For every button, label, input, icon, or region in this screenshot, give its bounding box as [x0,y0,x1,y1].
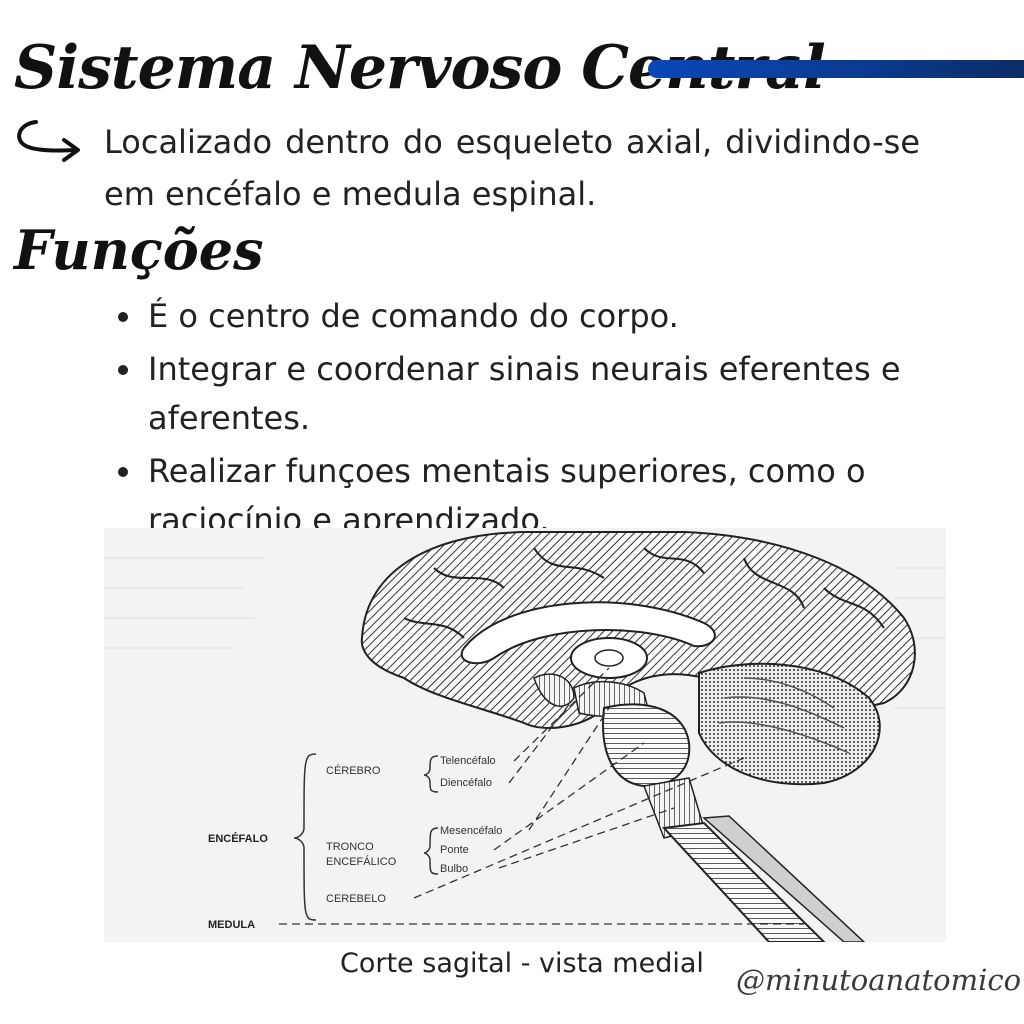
label-diencefalo: Diencéfalo [440,777,492,789]
list-item: Realizar funçoes mentais superiores, com… [112,447,922,545]
label-telencefalo: Telencéfalo [440,755,496,767]
intro-text: Localizado dentro do esqueleto axial, di… [104,123,920,213]
label-ponte: Ponte [440,844,469,856]
label-tronco-2: ENCEFÁLICO [326,855,397,868]
label-mesencefalo: Mesencéfalo [440,825,502,837]
label-tronco-1: TRONCO [326,841,374,853]
functions-heading: Funções [14,218,264,282]
figure-caption: Corte sagital - vista medial [340,948,704,979]
label-encefalo: ENCÉFALO [208,832,268,845]
bullet-icon [118,467,128,477]
label-bulbo: Bulbo [440,863,468,875]
brain-sagittal-diagram: CÉREBRO Telencéfalo Diencéfalo ENCÉFALO … [104,528,946,942]
label-cerebro: CÉREBRO [326,764,381,777]
author-handle: @minutoanatomico [736,963,1022,997]
bullet-icon [118,312,128,322]
curved-arrow-icon [17,120,80,162]
bullet-icon [118,365,128,375]
label-cerebelo: CEREBELO [326,893,386,905]
title-accent-bar [648,60,1024,78]
label-medula: MEDULA [208,919,255,931]
list-item: É o centro de comando do corpo. [112,292,922,341]
brain-illustration: CÉREBRO Telencéfalo Diencéfalo ENCÉFALO … [104,531,946,942]
functions-list: É o centro de comando do corpo. Integrar… [112,292,922,549]
list-item: Integrar e coordenar sinais neurais efer… [112,345,922,443]
